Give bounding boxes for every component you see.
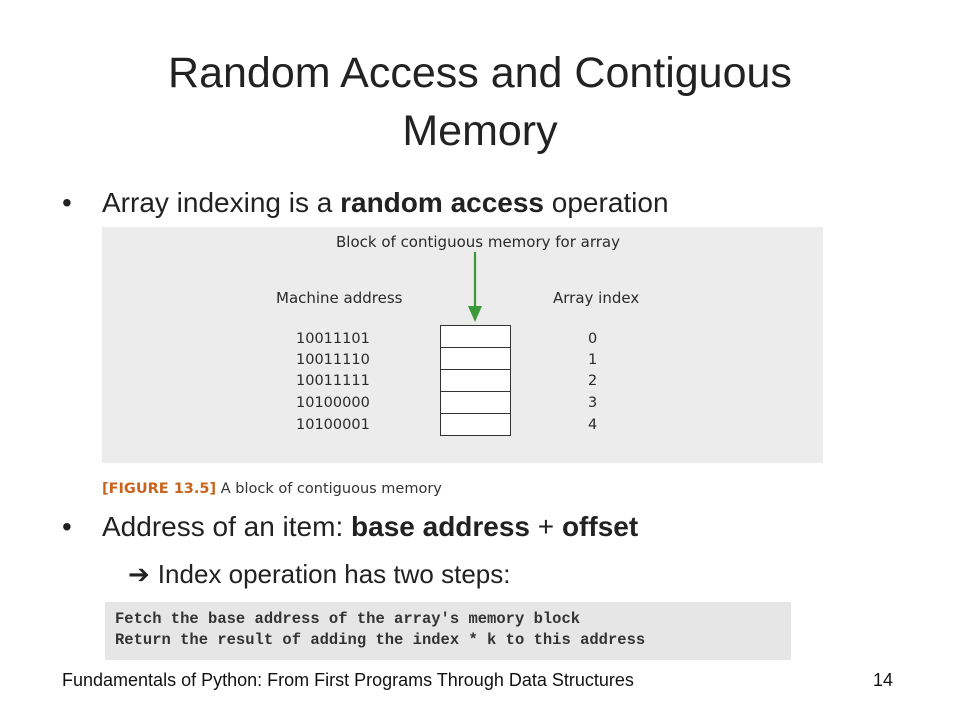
figure-caption: [FIGURE 13.5] A block of contiguous memo… — [102, 481, 442, 497]
memory-cell — [440, 369, 511, 392]
bullet-dot-icon: • — [62, 187, 72, 218]
memory-cell — [440, 347, 511, 370]
figure-header: Block of contiguous memory for array — [336, 233, 621, 251]
arrow-head — [468, 306, 482, 322]
column-header-machine-address: Machine address — [276, 289, 403, 307]
bullet-text-mid: + — [530, 511, 562, 542]
memory-cell — [440, 391, 511, 414]
figure-caption-tag: [FIGURE 13.5] — [102, 481, 217, 497]
machine-address: 10100000 — [296, 395, 370, 411]
array-index: 2 — [588, 373, 598, 389]
bullet-text-bold-base: base address — [351, 511, 531, 542]
down-arrow-icon — [468, 252, 482, 322]
array-index: 4 — [588, 417, 598, 433]
bullet-random-access: • Array indexing is a random access opera… — [62, 186, 669, 220]
machine-address: 10100001 — [296, 417, 370, 433]
code-block: Fetch the base address of the array's me… — [105, 602, 791, 660]
footer-page-number: 14 — [873, 670, 894, 690]
machine-address: 10011111 — [296, 373, 370, 389]
machine-address: 10011101 — [296, 331, 370, 347]
machine-address: 10011110 — [296, 352, 370, 368]
contiguous-memory-figure: Block of contiguous memory for array Mac… — [102, 227, 823, 463]
title-line-1: Random Access and Contiguous — [168, 49, 792, 97]
memory-cell — [440, 325, 511, 348]
code-line: Fetch the base address of the array's me… — [115, 610, 581, 628]
footer-book-title: Fundamentals of Python: From First Progr… — [62, 670, 634, 690]
bullet-text-bold: random access — [340, 187, 544, 218]
slide-title: Random Access and Contiguous Memory — [80, 44, 880, 160]
sub-bullet-index-operation: ➔Index operation has two steps: — [128, 557, 510, 592]
code-line: Return the result of adding the index * … — [115, 631, 646, 649]
bullet-dot-icon: • — [62, 511, 72, 542]
bullet-text-pre: Array indexing is a — [102, 187, 341, 218]
bullet-text-bold-offset: offset — [561, 511, 639, 542]
figure-caption-text: A block of contiguous memory — [216, 481, 442, 497]
array-index: 3 — [588, 395, 598, 411]
array-index: 0 — [588, 331, 598, 347]
sub-bullet-text: Index operation has two steps: — [157, 559, 511, 589]
title-line-2: Memory — [402, 107, 558, 155]
bullet-address-of-item: • Address of an item: base address + offs… — [62, 510, 638, 544]
bullet-text-pre: Address of an item: — [102, 511, 352, 542]
right-arrow-icon: ➔ — [128, 560, 150, 590]
array-index: 1 — [588, 352, 598, 368]
memory-cell — [440, 413, 511, 436]
bullet-text-post: operation — [544, 187, 669, 218]
column-header-array-index: Array index — [553, 289, 640, 307]
